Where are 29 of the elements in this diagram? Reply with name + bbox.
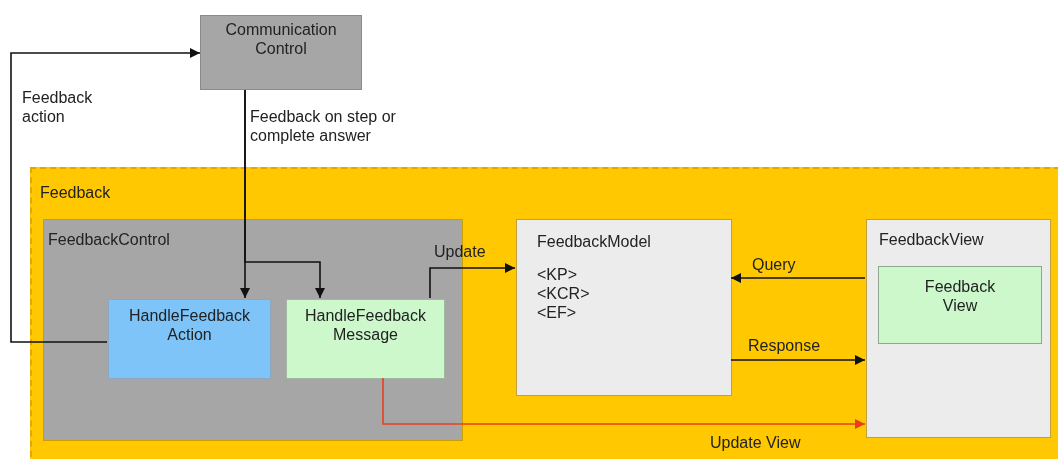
attribute-text: <KCR> [537,284,590,303]
attribute-text: <EF> [537,303,577,322]
edge-label: Query [752,255,797,274]
arrow [244,89,325,299]
box-title: FeedbackControl [48,230,170,249]
arrow [730,273,866,283]
box-title: FeedbackModel [537,232,651,251]
group-area [30,167,1058,459]
attribute-text: <KP> [537,265,578,284]
edge-label: Feedback action [22,88,94,126]
edge-label: Update View [710,433,802,452]
component-box [200,15,362,90]
box-title: Communication Control [224,20,338,58]
arrow [429,263,516,299]
box-title: Feedback [40,183,111,202]
component-box [286,299,445,379]
component-box [108,299,271,379]
box-title: HandleFeedback Action [128,306,251,344]
box-title: FeedbackView [879,230,984,249]
edge-label: Feedback on step or complete answer [250,107,397,145]
component-box [516,219,732,396]
arrow [382,377,866,429]
box-title: HandleFeedback Message [304,306,427,344]
component-box [866,219,1051,438]
edge-label: Response [748,336,822,355]
arrow [730,355,866,365]
component-box [878,266,1042,344]
arrow [10,48,201,343]
box-title: Feedback View [923,277,997,315]
